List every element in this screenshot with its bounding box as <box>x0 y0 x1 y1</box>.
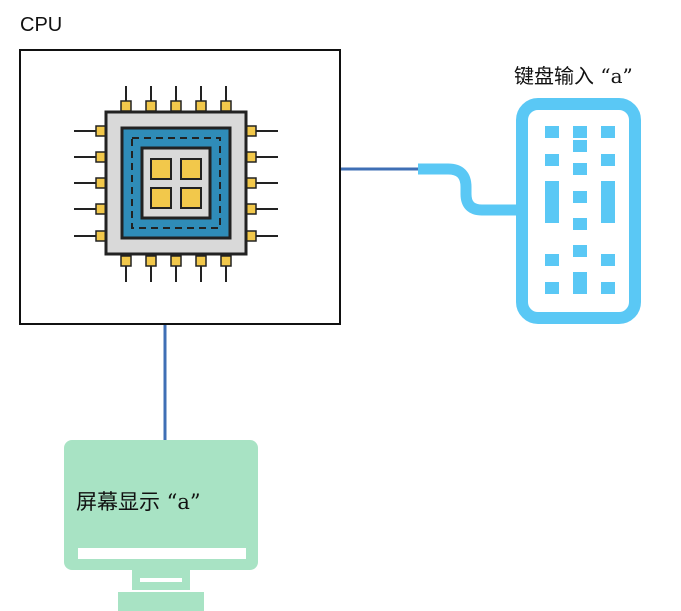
keyboard-cable <box>418 163 520 216</box>
keyboard-label: 键盘输入 “a” <box>514 64 633 88</box>
screen-label: 屏幕显示 “a” <box>76 490 201 514</box>
monitor-icon <box>64 440 258 611</box>
cpu-label: CPU <box>20 14 63 36</box>
keyboard-icon <box>516 98 641 324</box>
cpu-chip-icon <box>74 86 278 282</box>
